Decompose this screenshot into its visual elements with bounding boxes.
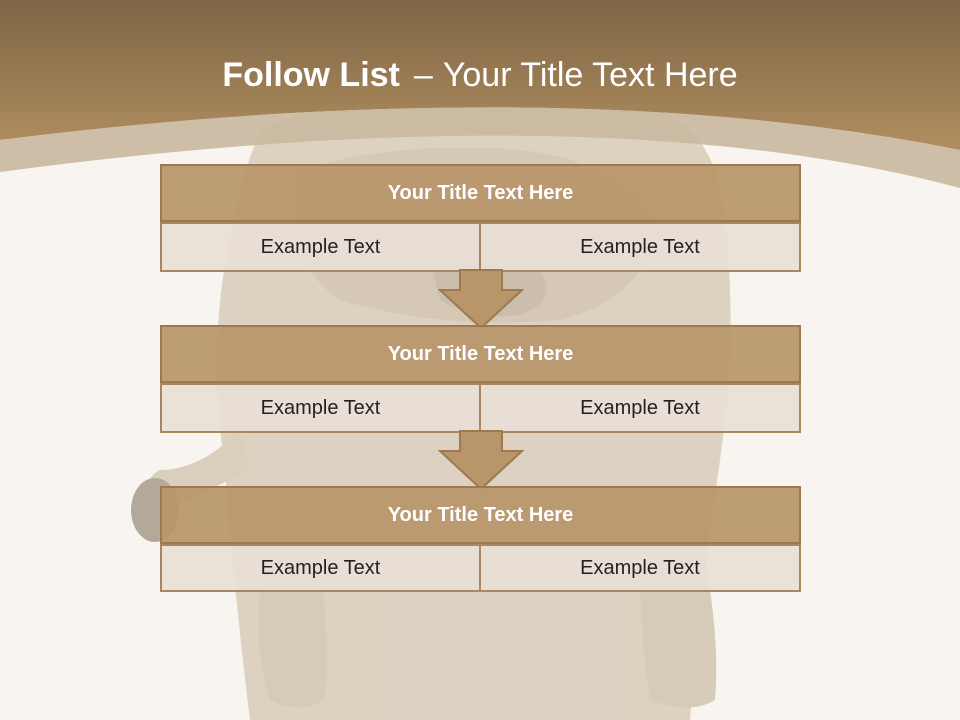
- step-title: Your Title Text Here: [160, 486, 801, 544]
- step-block-2: Your Title Text Here Example Text Exampl…: [160, 325, 801, 433]
- step-block-3: Your Title Text Here Example Text Exampl…: [160, 486, 801, 592]
- slide-title-bold: Follow List: [222, 56, 400, 94]
- step-text-left: Example Text: [160, 222, 481, 272]
- down-arrow-icon: [438, 430, 524, 491]
- top-banner: [0, 0, 960, 150]
- slide-title: Follow List–Your Title Text Here: [0, 52, 960, 98]
- step-text-right: Example Text: [479, 222, 801, 272]
- banner-swoosh: [0, 107, 960, 188]
- step-text-right: Example Text: [479, 544, 801, 592]
- slide-title-rest: Your Title Text Here: [442, 56, 738, 94]
- step-text-left: Example Text: [160, 544, 481, 592]
- step-title: Your Title Text Here: [160, 164, 801, 222]
- down-arrow-icon: [438, 269, 524, 330]
- step-text-right: Example Text: [479, 383, 801, 433]
- step-block-1: Your Title Text Here Example Text Exampl…: [160, 164, 801, 272]
- slide-title-separator: –: [413, 56, 433, 94]
- step-text-left: Example Text: [160, 383, 481, 433]
- step-title: Your Title Text Here: [160, 325, 801, 383]
